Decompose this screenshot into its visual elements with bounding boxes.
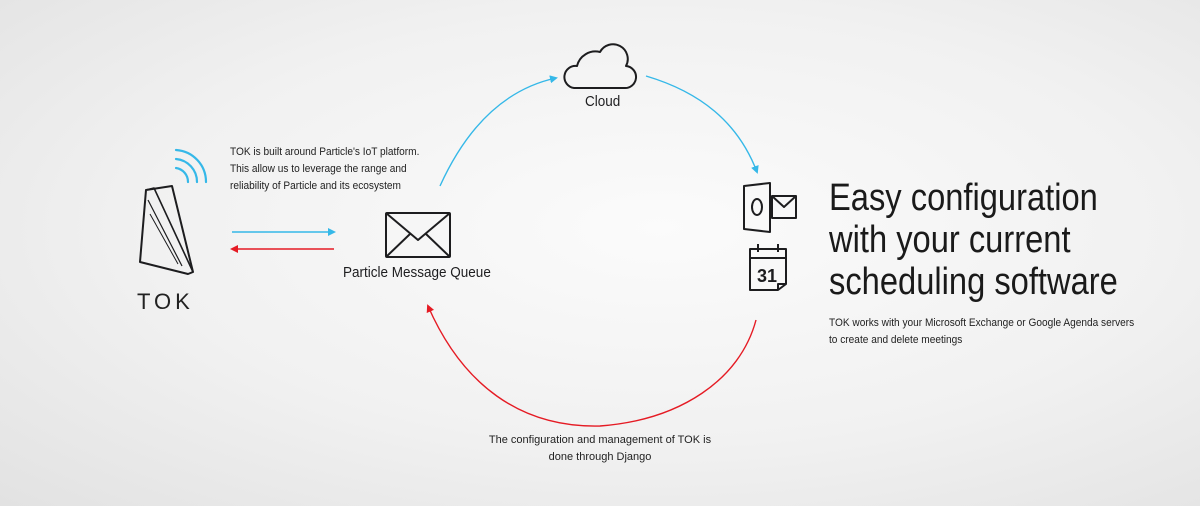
headline-subtext: TOK works with your Microsoft Exchange o…	[829, 315, 1134, 349]
headline: Easy configuration with your current sch…	[829, 177, 1118, 303]
scheduler-to-queue-arrow	[426, 304, 757, 427]
queue-label: Particle Message Queue	[343, 264, 491, 281]
tok-device-icon	[139, 185, 194, 275]
headline-line: with your current	[829, 219, 1071, 261]
tok-brand-label: TOK	[137, 289, 194, 314]
django-note-line: done through Django	[548, 451, 652, 463]
outlook-icon	[743, 182, 797, 233]
device-description-line: TOK is built around Particle's IoT platf…	[230, 146, 420, 158]
calendar-day: 31	[757, 266, 777, 286]
device-description-line: This allow us to leverage the range and	[230, 163, 407, 175]
headline-line: scheduling software	[829, 261, 1118, 303]
cloud-to-scheduler-arrow	[645, 75, 759, 174]
headline-subtext-line: to create and delete meetings	[829, 334, 963, 346]
headline-line: Easy configuration	[829, 177, 1098, 219]
django-note-line: The configuration and management of TOK …	[488, 434, 712, 446]
cloud-icon	[563, 43, 638, 90]
calendar-icon	[749, 244, 787, 291]
headline-subtext-line: TOK works with your Microsoft Exchange o…	[829, 317, 1135, 329]
queue-to-cloud-arrow	[439, 75, 558, 187]
device-description-line: reliability of Particle and its ecosyste…	[230, 180, 401, 192]
wifi-signal-icon	[174, 148, 208, 184]
cloud-label: Cloud	[585, 93, 621, 110]
device-description: TOK is built around Particle's IoT platf…	[230, 144, 419, 195]
envelope-icon	[385, 212, 451, 258]
django-note: The configuration and management of TOK …	[0, 432, 1200, 466]
